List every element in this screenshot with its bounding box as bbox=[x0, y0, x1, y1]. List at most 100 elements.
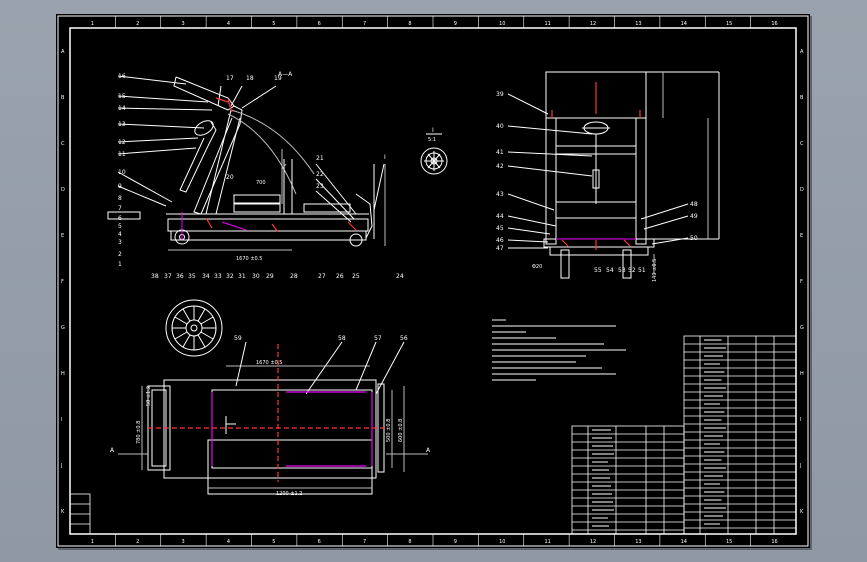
part-number: 20 bbox=[226, 174, 234, 181]
part-number: 56 bbox=[400, 335, 408, 342]
grid-row-label: D bbox=[61, 187, 65, 193]
side-dim-2: 1670 ±0.5 bbox=[236, 256, 262, 262]
part-number: 36 bbox=[176, 273, 184, 280]
grid-row-label: D bbox=[800, 187, 804, 193]
front-dim-bottom: Φ20 bbox=[532, 264, 542, 270]
part-number: 39 bbox=[496, 91, 504, 98]
grid-column-label: 1 bbox=[91, 21, 94, 27]
detail-ref: I bbox=[384, 154, 386, 161]
part-number: 12 bbox=[118, 139, 126, 146]
part-number: 23 bbox=[316, 183, 324, 190]
part-number: 19 bbox=[274, 75, 282, 82]
grid-column-label: 6 bbox=[318, 539, 321, 545]
grid-row-label: E bbox=[800, 233, 803, 239]
part-number: 11 bbox=[118, 151, 126, 158]
front-dim-right: 140 ±0.5 bbox=[652, 259, 658, 282]
grid-column-label: 9 bbox=[454, 21, 457, 27]
part-number: 15 bbox=[118, 93, 126, 100]
part-number: 29 bbox=[266, 273, 274, 280]
part-number: 54 bbox=[606, 267, 614, 274]
top-dim-right-2: 600 ±0.8 bbox=[398, 419, 404, 442]
grid-row-label: F bbox=[61, 279, 64, 285]
grid-column-label: 12 bbox=[590, 539, 596, 545]
grid-row-label: H bbox=[61, 371, 65, 377]
front-view bbox=[507, 71, 720, 279]
top-dim-left-2: 50 ±1.2 bbox=[146, 386, 152, 406]
grid-column-label: 2 bbox=[136, 539, 139, 545]
grid-row-label: I bbox=[61, 417, 62, 423]
top-dim-right-1: 500 ±0.8 bbox=[386, 419, 392, 442]
grid-column-label: 12 bbox=[590, 21, 596, 27]
section-mark-left: A bbox=[110, 447, 115, 454]
part-number: 38 bbox=[151, 273, 159, 280]
grid-column-label: 6 bbox=[318, 21, 321, 27]
grid-column-label: 7 bbox=[363, 21, 366, 27]
part-number: 40 bbox=[496, 123, 504, 130]
grid-column-label: 16 bbox=[771, 21, 777, 27]
part-number: 21 bbox=[316, 155, 324, 162]
grid-column-label: 4 bbox=[227, 539, 230, 545]
part-number: 31 bbox=[238, 273, 246, 280]
revision-block bbox=[69, 493, 91, 535]
grid-column-label: 2 bbox=[136, 21, 139, 27]
detail-view bbox=[420, 133, 448, 175]
grid-row-label: F bbox=[800, 279, 803, 285]
grid-column-label: 8 bbox=[408, 21, 411, 27]
grid-column-label: 16 bbox=[771, 539, 777, 545]
part-number: 44 bbox=[496, 213, 504, 220]
grid-column-label: 10 bbox=[499, 21, 505, 27]
section-mark-right: A bbox=[426, 447, 431, 454]
part-number: 27 bbox=[318, 273, 326, 280]
top-dim-top: 1670 ±0.5 bbox=[256, 360, 282, 366]
grid-column-labels: 1122334455667788991010111112121313141415… bbox=[91, 16, 778, 546]
grid-column-label: 3 bbox=[181, 539, 184, 545]
technical-requirements bbox=[492, 319, 626, 381]
part-number: 37 bbox=[164, 273, 172, 280]
grid-column-label: 1 bbox=[91, 539, 94, 545]
part-number: 57 bbox=[374, 335, 382, 342]
grid-row-label: E bbox=[61, 233, 64, 239]
part-number: 47 bbox=[496, 245, 504, 252]
grid-column-label: 3 bbox=[181, 21, 184, 27]
part-number: 48 bbox=[690, 201, 698, 208]
part-number: 33 bbox=[214, 273, 222, 280]
grid-column-label: 11 bbox=[544, 21, 550, 27]
section-label: A—A bbox=[278, 71, 293, 78]
part-number: 1 bbox=[118, 261, 122, 268]
grid-column-label: 13 bbox=[635, 21, 641, 27]
part-number: 55 bbox=[594, 267, 602, 274]
side-view-magenta-marks bbox=[181, 212, 247, 240]
grid-column-label: 10 bbox=[499, 539, 505, 545]
part-number: 26 bbox=[336, 273, 344, 280]
part-number: 8 bbox=[118, 195, 122, 202]
part-number: 6 bbox=[118, 215, 122, 222]
part-number: 4 bbox=[118, 231, 122, 238]
grid-column-label: 15 bbox=[726, 21, 732, 27]
parts-list bbox=[571, 335, 797, 535]
part-number: 35 bbox=[188, 273, 196, 280]
part-number: 41 bbox=[496, 149, 504, 156]
grid-column-label: 5 bbox=[272, 539, 275, 545]
part-number: 14 bbox=[118, 105, 126, 112]
grid-row-label: J bbox=[799, 463, 801, 469]
inner-frame bbox=[69, 27, 797, 535]
part-number: 51 bbox=[638, 267, 646, 274]
grid-row-label: K bbox=[61, 509, 65, 515]
part-number: 52 bbox=[628, 267, 636, 274]
part-number: 9 bbox=[118, 183, 122, 190]
detail-label: I bbox=[432, 127, 434, 134]
part-number: 13 bbox=[118, 121, 126, 128]
grid-row-label: C bbox=[61, 141, 65, 147]
part-number: 5 bbox=[118, 223, 122, 230]
grid-row-label: J bbox=[60, 463, 62, 469]
part-number: 17 bbox=[226, 75, 234, 82]
part-number: 46 bbox=[496, 237, 504, 244]
grid-row-label: G bbox=[61, 325, 65, 331]
grid-row-label: B bbox=[800, 95, 804, 101]
